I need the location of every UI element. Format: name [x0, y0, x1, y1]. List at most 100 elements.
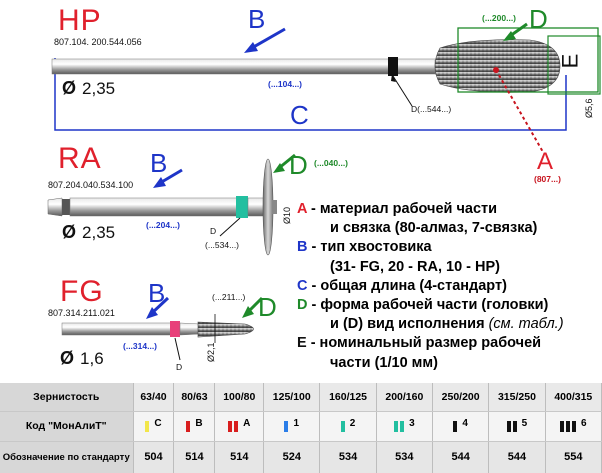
code-cell: 3 — [376, 411, 434, 442]
legend-b-line1: - тип хвостовика — [307, 239, 432, 256]
hp-length-code: (...104...) — [268, 79, 303, 89]
code-cell-content: 2 — [322, 418, 373, 432]
ring-bar — [228, 420, 233, 432]
grit-cell: 80/63 — [173, 383, 216, 412]
legend-d-line2-row: и (D) вид исполнения (см. табл.) — [297, 315, 602, 334]
ra-instrument — [47, 153, 296, 256]
grit-cell: 400/315 — [545, 383, 602, 412]
bur-diagrams — [47, 22, 601, 361]
ring-bar — [453, 420, 458, 432]
fg-ring — [170, 321, 180, 337]
hp-letter-e: E — [557, 53, 583, 69]
ring-bar — [560, 420, 565, 432]
hp-diameter-value: 2,35 — [82, 79, 116, 98]
code-cell: A — [214, 411, 265, 442]
ring-code-label: 4 — [462, 417, 468, 429]
standard-cell: 534 — [376, 441, 434, 473]
standard-cell: 554 — [545, 441, 602, 473]
ra-shank — [69, 197, 241, 217]
code-row-header: Код "МонАлиТ" — [0, 411, 134, 442]
grit-cell: 100/80 — [214, 383, 265, 412]
ring-bar — [186, 420, 191, 432]
legend-c-line1: - общая длина (4-стандарт) — [307, 277, 507, 294]
code-cell-content: 5 — [491, 418, 542, 432]
ring-code-label: 6 — [581, 417, 587, 429]
code-cell-content: B — [176, 417, 212, 432]
fg-shape-code: (...211...) — [212, 292, 246, 302]
ring-color-swatch — [560, 420, 577, 432]
legend-e-key: E — [297, 335, 307, 352]
fg-head-diameter: Ø2,1 — [206, 342, 216, 362]
ra-length-code: (...204...) — [146, 220, 181, 230]
ring-code-label: 1 — [293, 417, 300, 429]
ring-color-swatch — [145, 420, 150, 432]
hp-e-frame — [547, 35, 601, 95]
code-cell: 1 — [263, 411, 321, 442]
code-cell: 4 — [432, 411, 490, 442]
legend-b-line2: (31- FG, 20 - RA, 10 - HP) — [330, 258, 501, 275]
fg-head — [197, 321, 254, 338]
ring-color-swatch — [453, 420, 458, 432]
hp-ring-code: (...544...) — [417, 104, 452, 114]
standard-cell: 514 — [173, 441, 216, 473]
ra-ring-code: (...534...) — [205, 240, 240, 250]
legend-b: B - тип хвостовика — [297, 238, 602, 257]
legend-a-key: A — [297, 201, 307, 217]
hp-head-diameter: Ø5,6 — [584, 98, 594, 118]
ring-color-swatch — [284, 420, 289, 432]
hp-letter-d: D — [529, 4, 548, 34]
hp-diameter: Ø 2,35 — [62, 78, 115, 99]
hp-ring-letter: D — [411, 104, 418, 114]
ring-code-label: B — [195, 417, 203, 429]
fg-letter-d: D — [258, 292, 277, 322]
code-cell: 5 — [488, 411, 546, 442]
legend-d: D - форма рабочей части (головки) — [297, 296, 602, 315]
fg-instrument — [61, 296, 264, 361]
ring-bar — [400, 420, 405, 432]
legend-a-line1: - материал рабочей части — [306, 201, 498, 217]
ra-shape-code: (...040...) — [314, 158, 349, 168]
code-cell-content: 4 — [435, 417, 486, 432]
ring-code-label: A — [243, 417, 251, 429]
hp-head — [434, 39, 561, 93]
ring-code-label: C — [154, 417, 162, 429]
ring-color-swatch — [186, 420, 191, 432]
fg-shank — [61, 322, 173, 336]
grit-row-header: Зернистость — [0, 383, 134, 412]
hp-shank — [51, 58, 443, 75]
fg-article: 807.314.211.021 — [48, 308, 115, 318]
standard-row-header: Обозначение по стандарту — [0, 441, 134, 473]
standard-cell: 544 — [488, 441, 546, 473]
hp-shape-code: (...200...) — [482, 13, 517, 23]
hp-ring — [388, 57, 398, 76]
hp-article: 807.104. 200.544.056 — [54, 37, 142, 47]
legend-d-line2-italic: (см. табл.) — [488, 316, 564, 333]
ra-ring-letter: D — [210, 226, 217, 236]
ring-bar — [340, 420, 345, 432]
fg-type-label: FG — [60, 275, 104, 308]
legend-c-key: C — [297, 277, 308, 294]
code-cell: 2 — [319, 411, 377, 442]
ra-ring — [236, 196, 248, 218]
ra-diameter-value: 2,35 — [82, 223, 116, 242]
grit-cell: 63/40 — [133, 383, 175, 412]
ra-disc — [262, 158, 274, 256]
ring-bar — [512, 420, 517, 432]
standard-cell: 544 — [432, 441, 490, 473]
ring-bar — [234, 420, 239, 432]
ring-color-swatch — [340, 420, 345, 432]
legend-a-line2: и связка (80-алмаз, 7-связка) — [330, 220, 538, 237]
material-code: (807...) — [534, 174, 561, 184]
grit-cell: 125/100 — [263, 383, 321, 412]
ra-letter-d: D — [289, 150, 308, 180]
hp-length-frame — [54, 58, 567, 131]
hp-diameter-symbol: Ø — [62, 78, 77, 98]
ring-bar — [394, 420, 399, 432]
legend: A - материал рабочей части и связка (80-… — [297, 200, 602, 373]
hp-shape-frame — [457, 27, 599, 93]
legend-e: E - номинальный размер рабочей — [297, 334, 602, 353]
